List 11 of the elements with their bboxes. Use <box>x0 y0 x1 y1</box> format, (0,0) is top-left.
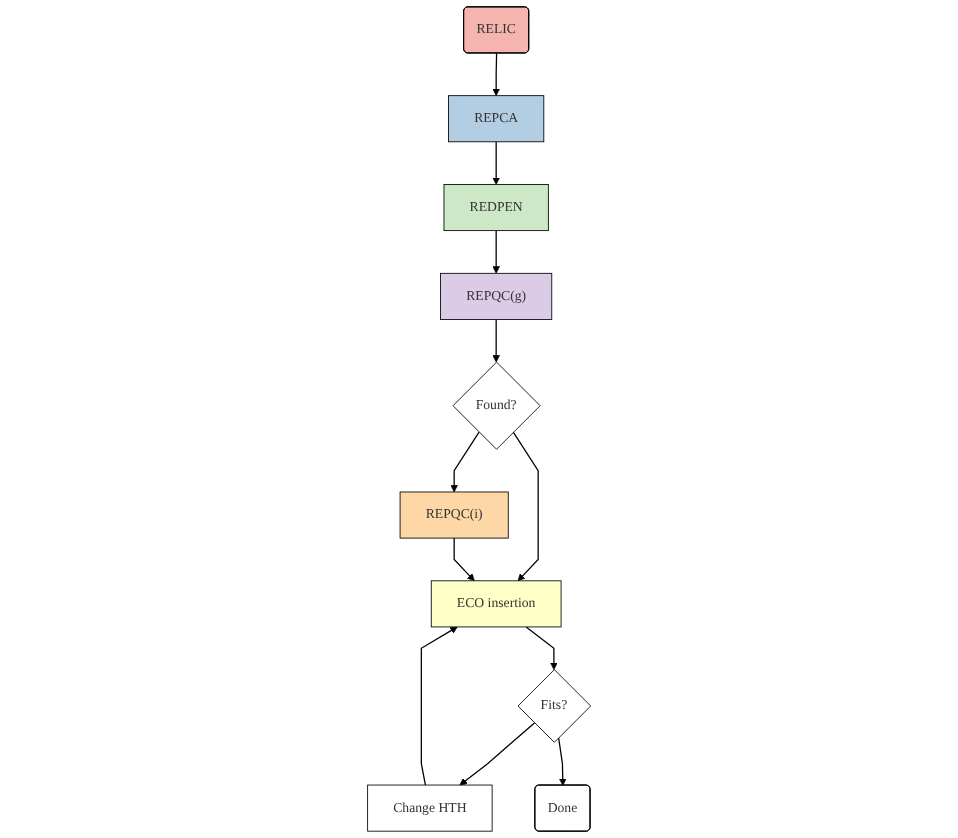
arrow <box>492 52 500 96</box>
arrow <box>492 229 500 274</box>
arrow <box>420 626 458 786</box>
arrow <box>459 722 535 786</box>
arrow <box>492 141 500 185</box>
arrow <box>450 431 480 493</box>
arrow <box>557 737 567 786</box>
arrow <box>512 431 539 582</box>
arrow <box>525 626 558 670</box>
arrow <box>492 318 500 363</box>
arrow <box>453 537 475 582</box>
